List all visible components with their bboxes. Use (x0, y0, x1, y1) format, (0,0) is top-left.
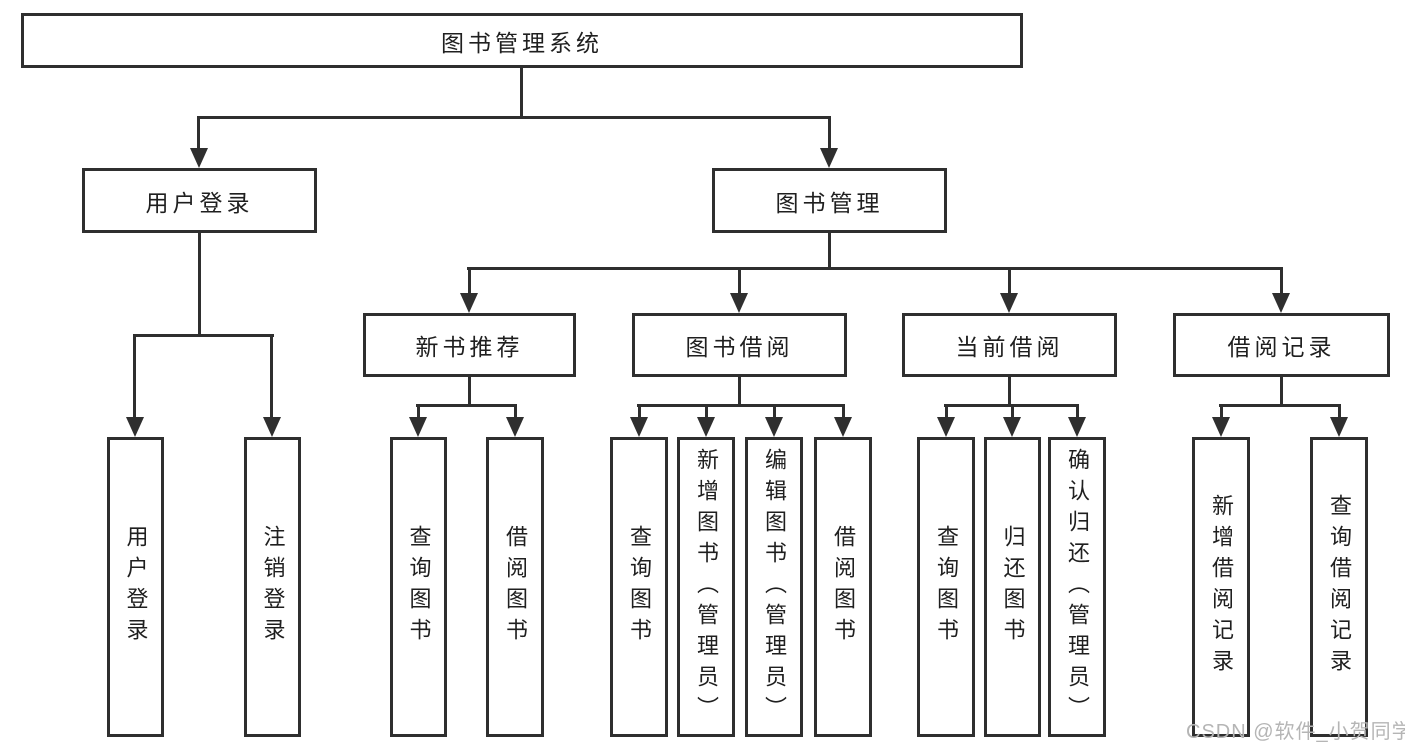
connector-line (1076, 404, 1079, 419)
arrow-down-icon (1003, 417, 1021, 437)
node-library-management-system: 图书管理系统 (21, 13, 1023, 68)
connector-line (133, 334, 274, 337)
arrow-down-icon (190, 148, 208, 168)
arrow-down-icon (1068, 417, 1086, 437)
arrow-down-icon (460, 293, 478, 313)
connector-line (738, 377, 741, 406)
connector-line (198, 233, 201, 336)
leaf-add-books-admin: 新增图书（管理员） (677, 437, 735, 737)
connector-line (637, 404, 845, 407)
leaf-query-borrow-record: 查询借阅记录 (1310, 437, 1368, 737)
arrow-down-icon (765, 417, 783, 437)
connector-line (468, 377, 471, 406)
connector-line (842, 404, 845, 419)
arrow-down-icon (820, 148, 838, 168)
arrow-down-icon (409, 417, 427, 437)
connector-line (638, 404, 641, 419)
connector-line (1220, 404, 1223, 419)
connector-line (1008, 267, 1011, 293)
arrow-down-icon (506, 417, 524, 437)
connector-line (197, 116, 831, 119)
leaf-borrow-books-2: 借阅图书 (814, 437, 872, 737)
leaf-edit-books-admin: 编辑图书（管理员） (745, 437, 803, 737)
node-current-borrowing: 当前借阅 (902, 313, 1117, 377)
connector-line (417, 404, 420, 419)
arrow-down-icon (730, 293, 748, 313)
leaf-logout: 注销登录 (244, 437, 301, 737)
leaf-add-borrow-record: 新增借阅记录 (1192, 437, 1250, 737)
connector-line (828, 233, 831, 269)
node-borrowing-records: 借阅记录 (1173, 313, 1390, 377)
connector-line (828, 116, 831, 150)
connector-line (1219, 404, 1341, 407)
node-book-management: 图书管理 (712, 168, 947, 233)
node-new-book-recommendation: 新书推荐 (363, 313, 576, 377)
connector-line (945, 404, 948, 419)
connector-line (270, 334, 273, 417)
leaf-confirm-return-admin: 确认归还（管理员） (1048, 437, 1106, 737)
arrow-down-icon (1330, 417, 1348, 437)
connector-line (1011, 404, 1014, 419)
leaf-query-books-2: 查询图书 (610, 437, 668, 737)
arrow-down-icon (834, 417, 852, 437)
leaf-return-books: 归还图书 (984, 437, 1041, 737)
connector-line (1008, 377, 1011, 406)
arrow-down-icon (937, 417, 955, 437)
node-user-login: 用户登录 (82, 168, 317, 233)
connector-line (197, 116, 200, 150)
connector-line (705, 404, 708, 419)
arrow-down-icon (1272, 293, 1290, 313)
arrow-down-icon (1000, 293, 1018, 313)
watermark-text: CSDN @软件_小贺同学 (1186, 721, 1405, 743)
arrow-down-icon (697, 417, 715, 437)
connector-line (467, 267, 1283, 270)
connector-line (1280, 267, 1283, 293)
connector-line (416, 404, 517, 407)
leaf-user-login: 用户登录 (107, 437, 164, 737)
connector-line (1338, 404, 1341, 419)
arrow-down-icon (126, 417, 144, 437)
leaf-query-books-3: 查询图书 (917, 437, 975, 737)
connector-line (514, 404, 517, 419)
leaf-query-books-1: 查询图书 (390, 437, 447, 737)
connector-line (1280, 377, 1283, 406)
connector-line (738, 267, 741, 293)
leaf-borrow-books-1: 借阅图书 (486, 437, 544, 737)
connector-line (133, 334, 136, 417)
arrow-down-icon (630, 417, 648, 437)
connector-line (773, 404, 776, 419)
arrow-down-icon (263, 417, 281, 437)
connector-line (520, 68, 523, 118)
node-book-borrowing: 图书借阅 (632, 313, 847, 377)
connector-line (468, 267, 471, 293)
arrow-down-icon (1212, 417, 1230, 437)
